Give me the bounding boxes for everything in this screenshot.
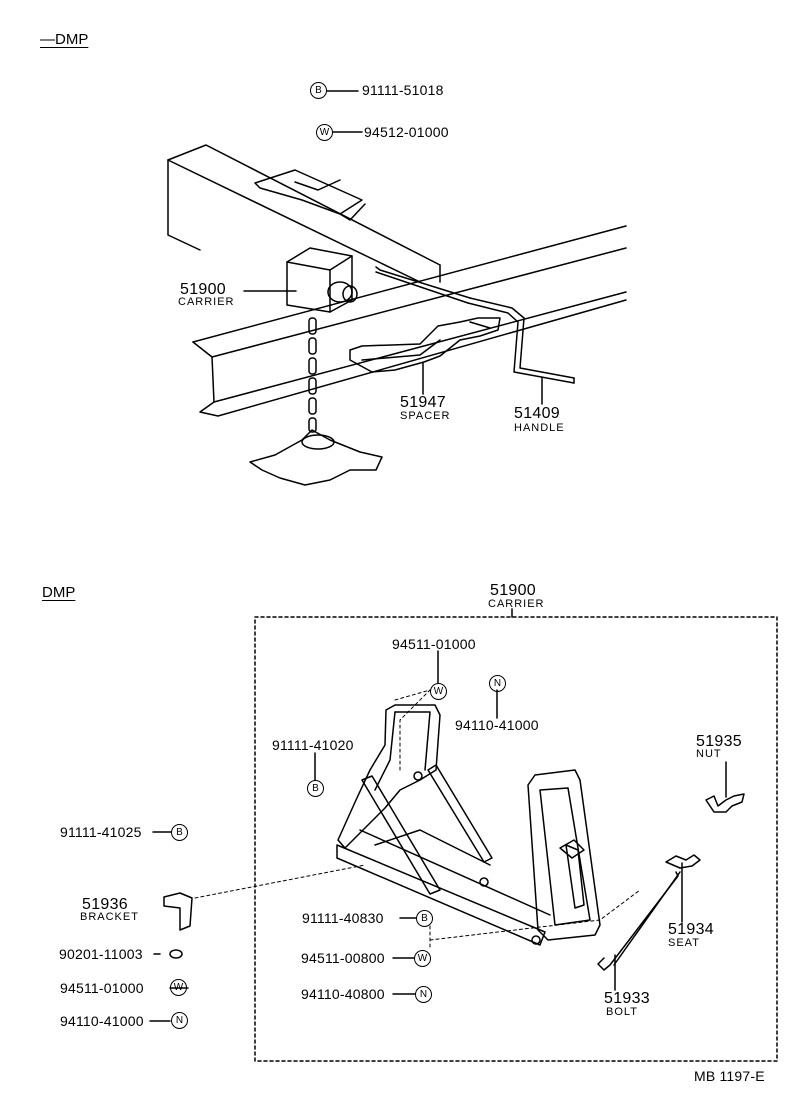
upper-bracket [254,169,366,221]
bottom-section-header: DMP [42,584,76,601]
washer-symbol: W [430,683,447,700]
top-carrier-label: CARRIER [178,296,235,308]
washer-symbol: W [414,950,431,967]
wing-nut [705,793,745,813]
bolt-top-part-number: 91111-41020 [272,737,354,753]
bottom-leader-lines [149,650,727,1022]
nut-label: NUT [696,748,722,760]
top-washer-part-number: 94512-01000 [364,124,449,140]
bolt-symbol: B [310,82,327,99]
bracket [163,892,193,931]
center-nut-part-number: 94110-40800 [301,986,385,1002]
spacer-number: 51947 [400,394,446,411]
bottom-carrier-number: 51900 [490,582,536,599]
spacer-label: SPACER [400,410,451,422]
bolt-symbol: B [171,824,188,841]
bracket-number: 51936 [82,896,128,913]
top-leader-lines [243,90,543,405]
hanger-plate [249,429,383,486]
center-washer-part-number: 94511-00800 [301,950,385,966]
left-bolt-part-number: 91111-41025 [60,824,142,840]
carrier-frame [336,704,601,946]
washer-top-part-number: 94511-01000 [392,636,476,652]
spacer [349,317,501,373]
bolt-number: 51933 [604,990,650,1007]
chain [308,317,317,433]
footer-code: MB 1197-E [694,1068,765,1084]
handle-label: HANDLE [514,422,565,434]
washer-symbol: W [316,124,333,141]
nut-symbol: N [171,1012,188,1029]
handle-number: 51409 [514,405,560,422]
center-bolt-part-number: 91111-40830 [302,910,384,926]
nut-number: 51935 [696,733,742,750]
handle-rod [375,266,575,384]
seat [665,854,701,869]
seat-label: SEAT [668,937,700,949]
bottom-carrier-label: CARRIER [488,598,545,610]
cross-member [192,225,627,417]
top-section-header: —DMP [40,31,89,48]
small-washer-part-number: 90201-11003 [59,946,143,962]
carrier-box [286,247,358,313]
nut-symbol: N [489,675,506,692]
seat-number: 51934 [668,921,714,938]
carrier-boundary [254,616,778,1062]
left-washer-part-number: 94511-01000 [60,980,144,996]
bolt-label: BOLT [606,1006,638,1018]
top-carrier-number: 51900 [180,281,226,298]
hook-bolt [597,871,681,971]
bolt-symbol: B [307,780,324,797]
top-bolt-part-number: 91111-51018 [362,82,444,98]
frame-rail-upper [167,144,441,283]
bracket-label: BRACKET [80,911,139,923]
washer-symbol: W [170,979,187,996]
nut-top-part-number: 94110-41000 [455,717,539,733]
bolt-symbol: B [416,910,433,927]
left-nut-part-number: 94110-41000 [60,1013,144,1029]
nut-symbol: N [415,986,432,1003]
small-washer [169,949,183,959]
